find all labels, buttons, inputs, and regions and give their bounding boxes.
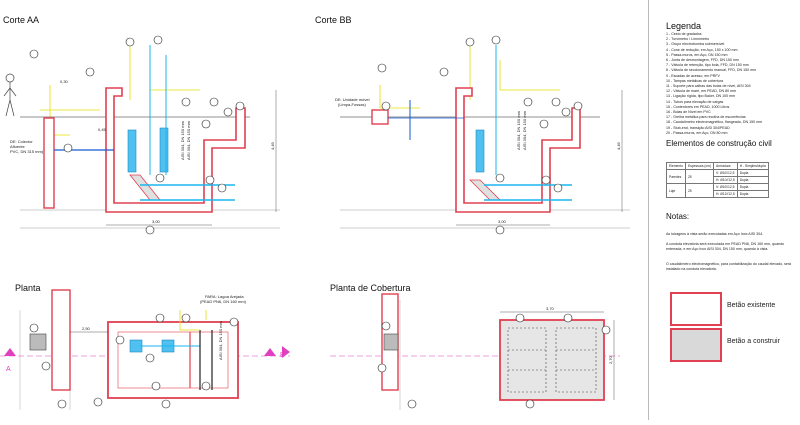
elements-row: Paredes 25 V: Ø10//12,5 Dupla bbox=[666, 169, 769, 184]
legend-item: 12 - Válvula de maré, em PEAD, DN 80 mm bbox=[666, 89, 737, 94]
elements-header-cell: H - Simples/dupla bbox=[736, 162, 769, 170]
element-thickness: 25 bbox=[684, 169, 715, 184]
legend-item: 4 - Cone de redução, em Aço, 150 x 100 m… bbox=[666, 47, 738, 52]
corte-aa-drawing: AISI 304, DN 150 mm AISI 304, DN 150 mm … bbox=[3, 35, 280, 235]
inlet-label-1: DE: Colector bbox=[10, 139, 33, 144]
legend-item: 3 - Grupo electrobomba submersível bbox=[666, 42, 725, 47]
element-type: Dupla bbox=[736, 190, 769, 198]
element-armadura: H: Ø10//12,5 bbox=[713, 176, 738, 184]
elements-row: H: Ø12//12,5 Dupla bbox=[667, 190, 769, 198]
inlet-label-3: PVC, DN 315 mm) bbox=[10, 149, 44, 154]
callouts-bb bbox=[377, 35, 583, 235]
section-marker-a-right bbox=[264, 348, 276, 356]
swatch-existing-label: Betão existente bbox=[727, 302, 776, 309]
outlet-label-1: PARA: Lagoa Arejada bbox=[205, 294, 244, 299]
legend-item: 5 - Passa-muros, em Aço, DN 150 mm bbox=[666, 52, 728, 57]
drawing-canvas: AISI 304, DN 150 mm AISI 304, DN 150 mm … bbox=[0, 35, 630, 410]
elements-header-cell: Espessura (cm) bbox=[684, 162, 715, 170]
legend-item: 10 - Tampas metálicas de cobertura bbox=[666, 78, 724, 83]
pipe-label-bb-1: AISI 304, DN 150 mm bbox=[516, 110, 521, 150]
legend-item: 16 - Boias de Nível em PVC bbox=[666, 110, 711, 115]
element-armadura: V: Ø10//12,5 bbox=[713, 183, 738, 191]
scale-figure bbox=[3, 73, 17, 117]
legend-item: 15 - Contentores em PEAD, 1000 Litros bbox=[666, 104, 730, 109]
title-corte-bb: Corte BB bbox=[315, 15, 352, 25]
dim-plan: 2,50 bbox=[82, 326, 91, 331]
planta-cobertura-drawing: 3,70 2,70 bbox=[330, 293, 620, 410]
note-2: A conduta elevatória será executada em P… bbox=[666, 242, 785, 251]
section-marker-b bbox=[282, 346, 290, 358]
swatch-new-label: Betão a construir bbox=[727, 338, 780, 345]
dim-width-bb: 3,00 bbox=[498, 219, 507, 224]
swatch-existing-concrete bbox=[670, 292, 722, 326]
pipe-label-aa-2: AISI 304, DN 150 mm bbox=[186, 120, 191, 160]
callouts-aa bbox=[29, 35, 245, 235]
notes-title: Notas: bbox=[666, 212, 690, 221]
section-marker-a-left bbox=[4, 348, 16, 356]
elements-row: Laje 25 V: Ø10//12,5 Dupla bbox=[666, 183, 769, 198]
legend-item: 1 - Cesto de gradados bbox=[666, 32, 702, 36]
legend-item: 6 - Junta de desmontagem, FFD, DN 150 mm bbox=[666, 58, 739, 63]
legend-item: 13 - Ligação rígida, tipo Baüer, DN 100 … bbox=[666, 94, 736, 99]
legend-item: 14 - Tubos para elevação de cargas bbox=[666, 99, 724, 104]
dim-cover-side: 2,70 bbox=[608, 355, 613, 364]
legend-item: 8 - Válvula de seccionamento manual, FFD… bbox=[666, 68, 757, 73]
mobile-unit-label-1: DE: Unidade móvel bbox=[335, 97, 370, 102]
dim-width-aa: 3,00 bbox=[152, 219, 161, 224]
legend-item: 18 - Caudalímetro electromagnético, flan… bbox=[666, 120, 763, 125]
legend-item: 2 - Turvimetro / Limnímetro bbox=[666, 37, 710, 42]
element-type: Dupla bbox=[736, 169, 769, 177]
cover-plates bbox=[507, 327, 597, 393]
section-a-label: A bbox=[6, 366, 11, 373]
elements-table: Elemento Espessura (cm) Armadura H - Sim… bbox=[666, 162, 769, 198]
pipe-label-plan: AISI 304, DN 150 mm bbox=[218, 320, 223, 360]
dim-cover-top: 3,70 bbox=[546, 306, 555, 311]
legend-title: Legenda bbox=[666, 21, 702, 31]
element-type: Dupla bbox=[736, 176, 769, 184]
pipe-label-aa-1: AISI 304, DN 150 mm bbox=[180, 120, 185, 160]
title-corte-aa: Corte AA bbox=[3, 15, 40, 25]
elements-header-row: Elemento Espessura (cm) Armadura H - Sim… bbox=[666, 162, 769, 170]
elements-header-cell: Elemento bbox=[666, 162, 686, 170]
inlet-label-2: Afluente bbox=[10, 144, 25, 149]
swatch-new-concrete bbox=[670, 328, 722, 362]
callouts-cover bbox=[377, 313, 611, 409]
elements-title: Elementos de construção civil bbox=[666, 139, 772, 148]
dim-height-aa: 4,49 bbox=[270, 141, 275, 150]
element-type: Dupla bbox=[736, 183, 769, 191]
section-b-label: B bbox=[280, 352, 285, 359]
element-name: Paredes bbox=[666, 169, 686, 184]
element-armadura: V: Ø10//12,5 bbox=[713, 169, 738, 177]
title-planta: Planta bbox=[15, 283, 41, 293]
legend-item: 19 - Stub-end, transição AISI 304/PEAD bbox=[666, 125, 730, 130]
corte-bb-drawing: AISI 304, DN 150 mm AISI 304, DN 150 mm … bbox=[335, 35, 630, 235]
elements-header-cell: Armadura bbox=[713, 162, 738, 170]
level-aa-2: 0,45 bbox=[98, 127, 107, 132]
element-armadura: H: Ø12//12,5 bbox=[713, 190, 738, 198]
callouts-plan bbox=[29, 313, 239, 409]
note-3: O caudalímetro electromagnético, para co… bbox=[666, 262, 792, 271]
mobile-unit-label-2: (Limpa-Fossas) bbox=[338, 102, 366, 107]
legend-item: 20 - Passa-muros, em Aço, DN 80 mm bbox=[666, 130, 728, 135]
title-planta-cobertura: Planta de Cobertura bbox=[330, 283, 411, 293]
legend-item: 17 - Grelha metálica para recolha de esc… bbox=[666, 115, 746, 120]
element-thickness: 25 bbox=[684, 183, 715, 198]
legend-item: 9 - Escadas de acesso, em PRFV bbox=[666, 73, 720, 78]
planta-drawing: AISI 304, DN 150 mm PARA: Lagoa Arejada … bbox=[0, 289, 290, 410]
drawing-sheet: AISI 304, DN 150 mm AISI 304, DN 150 mm … bbox=[0, 15, 630, 410]
element-name: Laje bbox=[666, 183, 686, 198]
legend-item: 11 - Suporte para calhas das boias de ní… bbox=[666, 84, 751, 89]
note-1: As tubagens à vista serão executadas em … bbox=[666, 232, 764, 236]
pipe-label-bb-2: AISI 304, DN 150 mm bbox=[522, 110, 527, 150]
dim-height-bb: 4,49 bbox=[616, 141, 621, 150]
level-aa-1: 0,30 bbox=[60, 79, 69, 84]
outlet-label-2: (PEAD PN6, DN 160 mm) bbox=[200, 299, 247, 304]
legend-item: 7 - Válvula de retenção, tipo bola, FFD,… bbox=[666, 63, 749, 68]
